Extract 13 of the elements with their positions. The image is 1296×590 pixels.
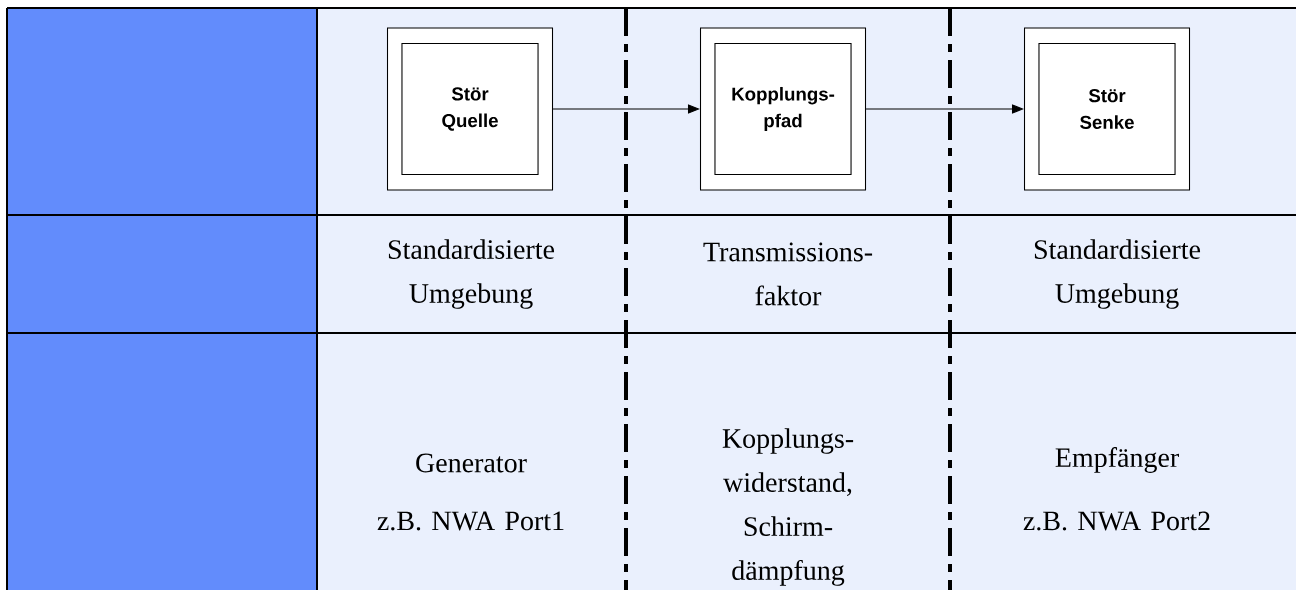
table-text: Empfänger: [1055, 447, 1179, 473]
process-box: Stör Quelle: [386, 27, 554, 191]
table-text: Transmissions-faktor: [703, 242, 873, 306]
arrow: [552, 104, 700, 114]
table-text: z.B. NWA Port2: [1023, 511, 1210, 531]
process-box: Kopplungs-pfad: [699, 27, 867, 191]
table-text: Standardisierte Umgebung: [1034, 239, 1201, 309]
table-text: z.B. NWA Port1: [377, 511, 564, 531]
process-box: Stör Senke: [1023, 27, 1191, 191]
arrow: [865, 104, 1024, 114]
table-text: Kopplungs-widerstand, Schirm-dämpfung: [722, 428, 854, 586]
table-text: Generator: [416, 453, 527, 473]
table-text: Standardisierte Umgebung: [388, 239, 555, 309]
